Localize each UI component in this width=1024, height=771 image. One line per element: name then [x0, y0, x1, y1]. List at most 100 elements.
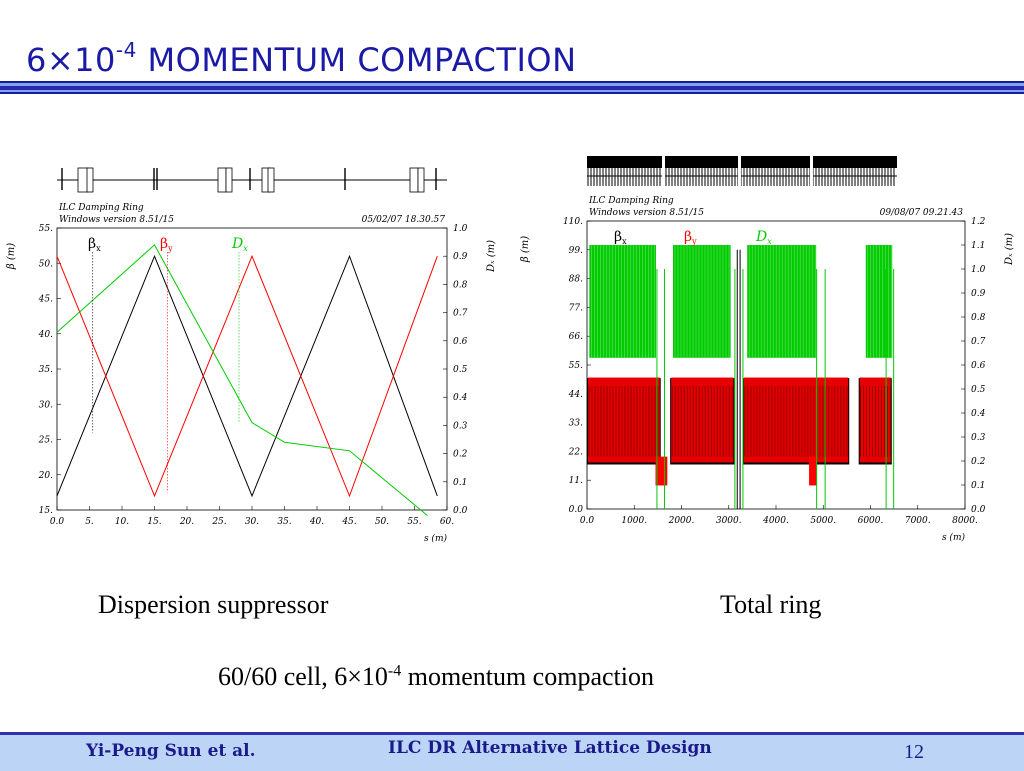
y-left-tick-label: 44. [568, 390, 583, 400]
x-tick-label: 45. [341, 517, 356, 527]
footer-bar: Yi-Peng Sun et al. ILC DR Alternative La… [0, 732, 1024, 771]
beta-x-line [56, 254, 438, 498]
chart-timestamp: 09/08/07 09.21.43 [880, 208, 964, 218]
y-left-tick-label: 33. [569, 419, 583, 429]
beta-y-straight [655, 456, 668, 486]
x-tick-label: 5000. [810, 516, 836, 526]
y-right-tick-label: 0.6 [453, 337, 468, 347]
y-left-tick-label: 35. [39, 365, 53, 375]
chart-header-name: ILC Damping Ring [58, 203, 144, 213]
x-tick-label: 6000. [858, 516, 884, 526]
x-tick-label: 15. [147, 517, 161, 527]
slide-title: 6×10-4 Momentum Compaction [26, 38, 577, 79]
title-divider [0, 81, 1024, 94]
legend-beta-y: βy [160, 236, 173, 253]
y-left-tick-label: 88. [569, 275, 583, 285]
y-right-tick-label: 0.5 [971, 385, 986, 395]
legend-dispersion: Dx [231, 236, 248, 253]
y-right-tick-label: 0.9 [453, 252, 468, 262]
dispersion-band [747, 245, 817, 358]
y-left-tick-label: 99. [569, 246, 583, 256]
lattice-dipole [225, 167, 233, 193]
lattice-dipole [409, 167, 419, 193]
legend-dispersion: Dx [755, 229, 772, 246]
y-right-tick-label: 0.5 [453, 365, 468, 375]
lattice-dipole [217, 167, 227, 193]
y-right-tick-label: 0.8 [453, 280, 468, 290]
y-left-tick-label: 55. [569, 361, 583, 371]
y-left-tick-label: 55. [39, 224, 53, 234]
legend-beta-y: βy [684, 229, 697, 246]
y-right-tick-label: 1.0 [971, 265, 986, 275]
x-tick-label: 55. [407, 517, 421, 527]
y-right-tick-label: 0.0 [453, 506, 468, 516]
x-tick-label: 0.0 [50, 517, 65, 527]
chart-header-version: Windows version 8.51/15 [59, 215, 174, 225]
lattice-gap [810, 156, 813, 186]
y-right-tick-label: 0.1 [971, 481, 985, 491]
y-right-tick-label: 0.3 [453, 421, 468, 431]
y-left-tick-label: 15. [39, 506, 53, 516]
dispersion-band [865, 245, 893, 358]
lattice-dipole [417, 167, 425, 193]
x-tick-label: 4000. [762, 516, 789, 526]
x-tick-label: 3000. [716, 516, 742, 526]
x-tick-label: 35. [277, 517, 291, 527]
y-left-tick-label: 22. [568, 447, 583, 457]
footer-author: Yi-Peng Sun et al. [86, 741, 256, 761]
y-left-tick-label: 77. [569, 303, 583, 313]
beta-y-band [588, 377, 660, 463]
chart-header-version: Windows version 8.51/15 [589, 208, 704, 218]
y-left-tick-label: 45. [38, 295, 53, 305]
y-left-tick-label: 11. [569, 476, 583, 486]
x-tick-label: 0.0 [580, 516, 595, 526]
lattice-gap [738, 156, 741, 186]
y-left-tick-label: 50. [39, 259, 53, 269]
x-tick-label: 25. [211, 517, 226, 527]
lattice-strip-upper [587, 156, 897, 168]
caption-left: Dispersion suppressor [98, 590, 329, 619]
y-right-tick-label: 0.4 [971, 409, 986, 419]
y-right-tick-label: 0.3 [971, 433, 986, 443]
x-axis-label: s (m) [424, 533, 448, 544]
x-tick-label: 7000. [905, 516, 931, 526]
lattice-dipole [86, 167, 94, 193]
y-left-axis-label: β (m) [6, 243, 17, 270]
y-right-tick-label: 0.8 [971, 313, 986, 323]
y-right-tick-label: 0.7 [453, 309, 468, 319]
lattice-gap [662, 156, 665, 186]
x-tick-label: 50. [375, 517, 389, 527]
beta-y-band [859, 377, 891, 463]
y-right-tick-label: 0.6 [971, 361, 986, 371]
y-left-tick-label: 40. [38, 330, 53, 340]
x-tick-label: 60. [440, 517, 454, 527]
x-tick-label: 2000. [668, 516, 695, 526]
beta-y-straight [809, 456, 817, 486]
y-left-axis-label: β (m) [520, 236, 531, 263]
legend-beta-x: βx [614, 229, 627, 246]
chart-timestamp: 05/02/07 18.30.57 [362, 215, 446, 225]
y-left-tick-label: 20. [38, 471, 53, 481]
beta-y-line [56, 254, 438, 498]
y-left-tick-label: 25. [38, 436, 53, 446]
y-left-tick-label: 66. [569, 332, 583, 342]
y-right-tick-label: 0.0 [971, 505, 986, 515]
plot-frame [56, 227, 448, 511]
y-right-tick-label: 0.2 [453, 450, 468, 460]
y-right-tick-label: 1.2 [971, 217, 986, 227]
lattice-dipole [267, 167, 275, 193]
y-left-tick-label: 30. [39, 400, 53, 410]
y-right-tick-label: 0.4 [453, 393, 468, 403]
bottom-caption: 60/60 cell, 6×10-4 momentum compaction [218, 662, 654, 691]
y-right-tick-label: 0.7 [971, 337, 986, 347]
x-axis-label: s (m) [942, 532, 966, 543]
y-left-tick-label: 0.0 [569, 505, 584, 515]
dispersion-line [56, 244, 428, 516]
chart-header-name: ILC Damping Ring [588, 196, 674, 206]
y-right-tick-label: 1.1 [971, 241, 985, 251]
lattice-dipole [77, 167, 89, 193]
y-right-tick-label: 0.9 [971, 289, 986, 299]
y-right-axis-label: Dₓ (m) [1004, 233, 1015, 266]
